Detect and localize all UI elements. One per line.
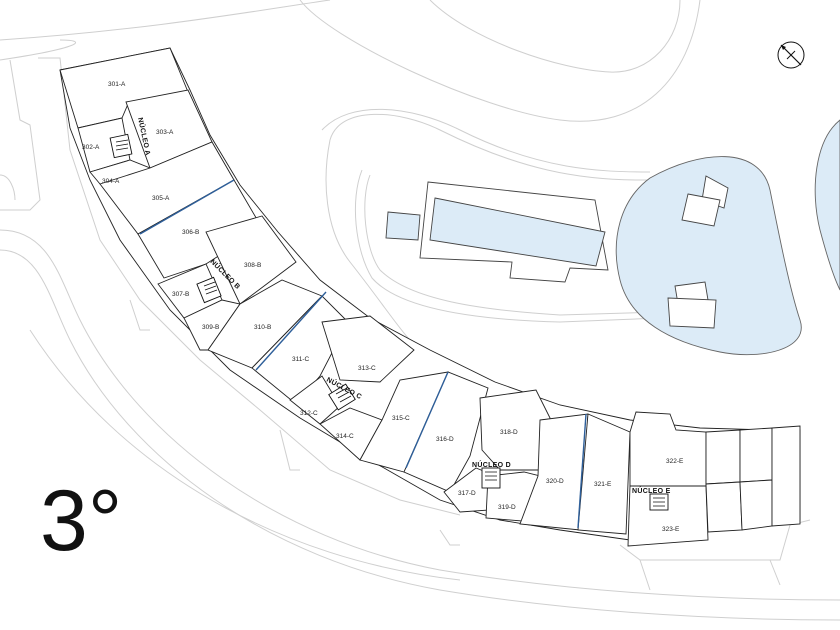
stair-core-c <box>328 383 356 411</box>
unit-label: 313-C <box>358 365 376 372</box>
lake <box>615 119 840 356</box>
unit-separators <box>139 179 587 529</box>
unit-label: 316-D <box>436 436 454 443</box>
unit-label: 308-B <box>244 262 261 269</box>
unit-label: 302-A <box>82 144 100 151</box>
unit-label: 305-A <box>152 195 170 202</box>
core-label-d: NÚCLEO D <box>472 460 511 469</box>
floor-number: 3° <box>40 473 123 569</box>
unit-label: 318-D <box>500 429 518 436</box>
unit-label: 320-D <box>546 478 564 485</box>
unit-label: 301-A <box>108 81 126 88</box>
unit-label: 309-B <box>202 324 219 331</box>
unit-label: 307-B <box>172 291 189 298</box>
core-label-e: NÚCLEO E <box>632 486 671 495</box>
pool-area <box>385 181 609 283</box>
stair-core-a <box>109 133 133 159</box>
unit-label: 322-E <box>666 458 684 465</box>
unit-label: 310-B <box>254 324 271 331</box>
stair-core-b <box>196 276 222 304</box>
unit-label: 319-D <box>498 504 516 511</box>
north-arrow-icon <box>777 41 805 69</box>
unit-label: 317-D <box>458 490 476 497</box>
stair-cores <box>109 133 669 511</box>
unit-label: 321-E <box>594 481 612 488</box>
unit-label: 306-B <box>182 229 199 236</box>
unit-label: 323-E <box>662 526 680 533</box>
building <box>59 47 801 547</box>
unit-label: 312-C <box>300 410 318 417</box>
unit-label: 304-A <box>102 178 120 185</box>
unit-label: 315-C <box>392 415 410 422</box>
unit-labels: 301-A 302-A 303-A 304-A 305-A 306-B 307-… <box>82 81 684 533</box>
unit-label: 311-C <box>292 356 310 363</box>
stair-core-e <box>649 493 669 511</box>
stair-core-d <box>481 467 501 489</box>
unit-label: 314-C <box>336 433 354 440</box>
unit-label: 303-A <box>156 129 174 136</box>
